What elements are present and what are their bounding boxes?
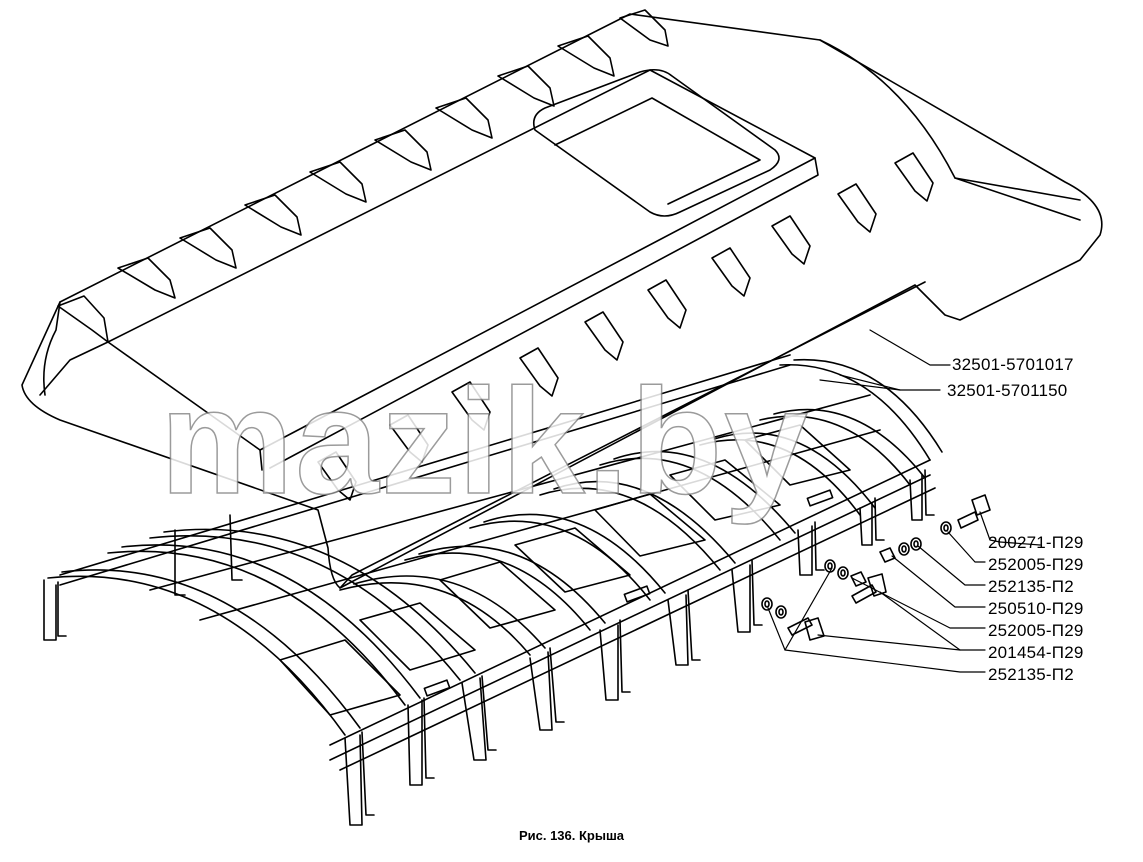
label-32501-5701150: 32501-5701150 — [947, 381, 1068, 400]
roof-frame — [60, 355, 935, 770]
frame-rear-rail — [60, 355, 790, 575]
label-201454-P29: 201454-П29 — [988, 643, 1084, 662]
frame-front-rail — [330, 460, 930, 745]
bow-legs — [44, 470, 934, 825]
figure-caption: Рис. 136. Крыша — [518, 828, 625, 843]
roof-ribs-front — [318, 153, 933, 500]
roof-outline — [22, 14, 1102, 588]
label-252135-P2-lower: 252135-П2 — [988, 665, 1074, 684]
label-252135-P2-upper: 252135-П2 — [988, 577, 1074, 596]
label-32501-5701017: 32501-5701017 — [952, 355, 1074, 374]
roof-panel — [22, 14, 1102, 588]
label-250510-P29: 250510-П29 — [988, 599, 1084, 618]
roof-hatch — [534, 70, 779, 216]
fasteners — [762, 495, 990, 640]
label-252005-P29-upper: 252005-П29 — [988, 555, 1084, 574]
bolt-200271 — [958, 512, 978, 528]
roof-bows — [48, 360, 942, 735]
label-200271-P29: 200271-П29 — [988, 533, 1084, 552]
leader-lines — [768, 330, 1040, 672]
label-252005-P29-lower: 252005-П29 — [988, 621, 1084, 640]
roof-ribs-back — [58, 10, 668, 342]
